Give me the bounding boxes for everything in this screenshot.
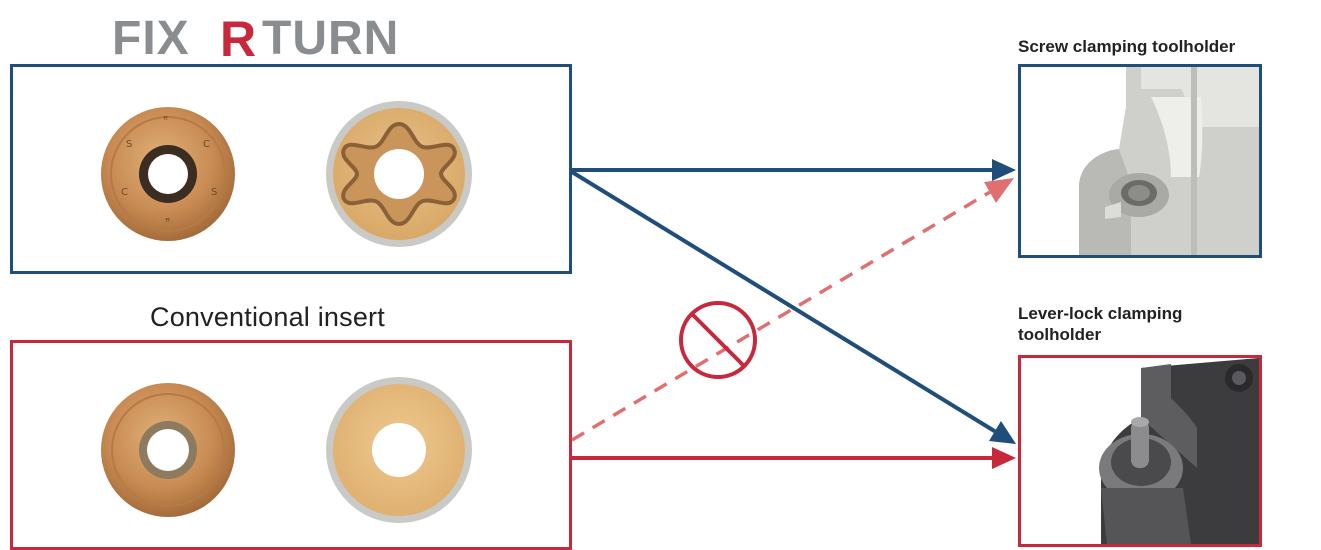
svg-text:ꟸ: ꟸ [163, 116, 168, 126]
svg-text:ꟸ: ꟸ [165, 218, 170, 228]
arrow-conventional-to-lever [572, 447, 1016, 469]
prohibited-icon [679, 301, 757, 379]
svg-text:R: R [220, 14, 256, 58]
screw-toolholder-image [1018, 64, 1262, 258]
screw-toolholder-label: Screw clamping toolholder [1018, 37, 1236, 56]
conventional-insert-title: Conventional insert [150, 302, 385, 332]
fixrturn-insert-bottom-view [326, 101, 472, 247]
lever-label-line-2: toolholder [1018, 325, 1102, 344]
lever-toolholder-image [1018, 355, 1262, 547]
lever-label-line-1: Lever-lock clamping [1018, 304, 1183, 323]
conventional-insert-top-view [101, 383, 235, 517]
fixrturn-insert-top-view: ꟸ S C C S ꟸ [101, 107, 235, 241]
arrow-fixrturn-to-screw [572, 159, 1016, 181]
logo-accent-r: R [220, 14, 256, 58]
fixrturn-logo: FIX R TURN [112, 14, 464, 58]
lever-toolholder-label: Lever-lock clamping toolholder [1018, 303, 1258, 345]
fixrturn-insert-box: ꟸ S C C S ꟸ [10, 64, 572, 274]
svg-text:S: S [211, 187, 217, 198]
conventional-insert-bottom-view [326, 377, 472, 523]
conventional-insert-box [10, 340, 572, 550]
arrow-fixrturn-to-lever [570, 170, 1016, 444]
svg-text:S: S [126, 139, 132, 150]
logo-prefix: FIX [112, 14, 190, 58]
svg-text:C: C [203, 139, 210, 150]
dashed-arrow-conventional-to-screw [571, 178, 1014, 442]
svg-text:C: C [121, 187, 128, 198]
logo-suffix: TURN [262, 14, 399, 58]
